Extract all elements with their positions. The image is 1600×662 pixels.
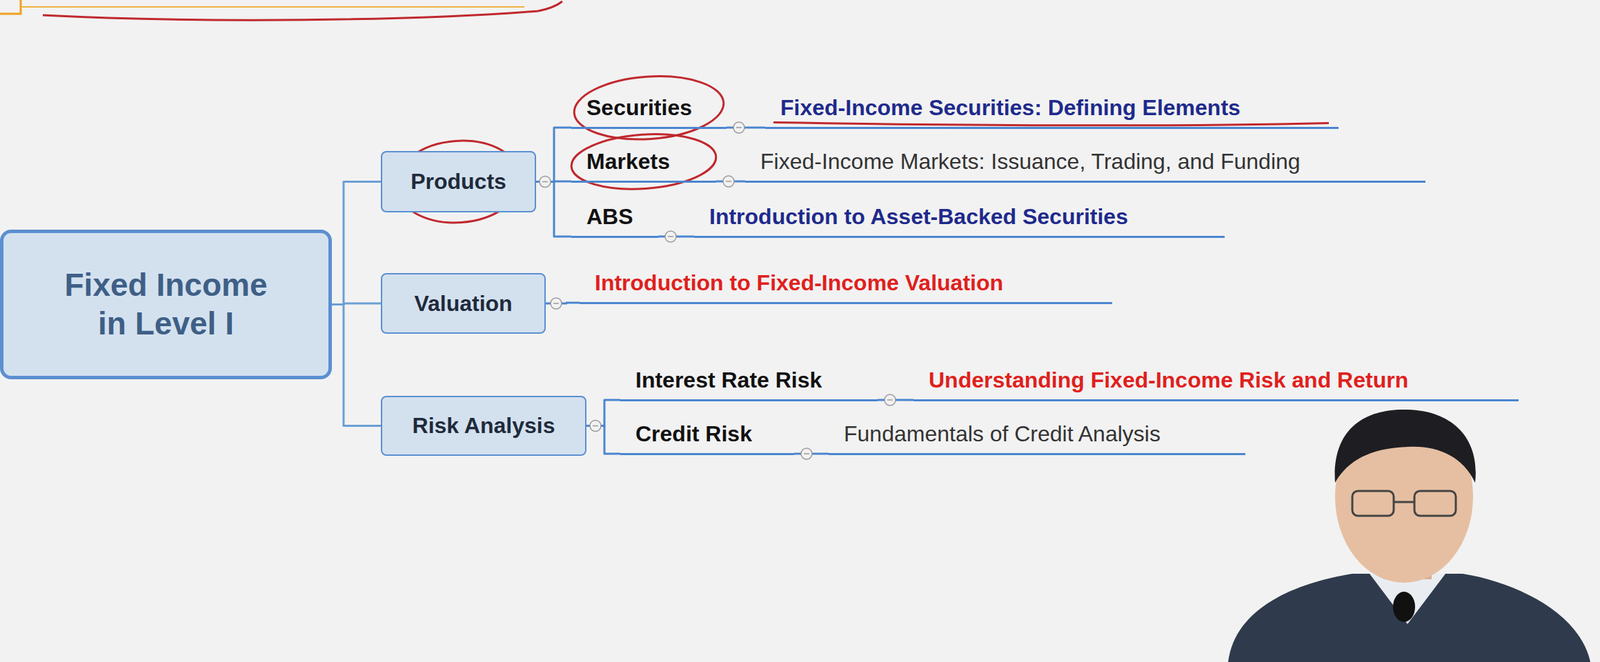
- topic-label: Introduction to Asset-Backed Securities: [709, 203, 1210, 230]
- branch-box: Valuation: [380, 273, 546, 334]
- topic-label: Interest Rate Risk: [635, 367, 863, 394]
- presenter-hair: [1335, 409, 1476, 483]
- collapse-minus: [887, 399, 893, 401]
- collapse-circle: [539, 176, 551, 188]
- collapse-toggle: [589, 420, 601, 432]
- topic-label: Introduction to Fixed-Income Valuation: [594, 269, 1098, 296]
- topic: Interest Rate Risk: [620, 367, 878, 401]
- reading-title: Introduction to Fixed-Income Valuation: [579, 269, 1113, 304]
- collapse-circle: [801, 448, 813, 460]
- branch-connector: [536, 127, 572, 183]
- presenter: [1228, 409, 1591, 662]
- collapse-minus: [542, 181, 548, 183]
- reading-title: Understanding Fixed-Income Risk and Retu…: [913, 367, 1519, 401]
- collapse-toggle: [884, 394, 896, 406]
- collapse-minus: [667, 235, 674, 238]
- presenter-glasses: [1414, 491, 1456, 517]
- topic-label: Understanding Fixed-Income Risk and Retu…: [928, 367, 1504, 394]
- collapse-circle: [723, 175, 735, 187]
- partial-frame: [0, 0, 21, 14]
- node-label: Risk Analysis: [412, 412, 556, 439]
- node-label: Fixed Income in Level I: [55, 266, 277, 343]
- branch-box: Products: [380, 151, 537, 213]
- topic: Securities: [571, 94, 727, 129]
- presenter-glasses: [1352, 491, 1394, 517]
- collapse-circle: [589, 420, 601, 432]
- branch-connector: [536, 182, 572, 238]
- reading-title: Introduction to Asset-Backed Securities: [694, 203, 1225, 238]
- topic-label: Fixed-Income Markets: Issuance, Trading,…: [760, 148, 1411, 175]
- collapse-circle: [884, 394, 896, 406]
- collapse-minus: [803, 453, 810, 455]
- collapse-minus: [553, 302, 559, 305]
- root-box: Fixed Income in Level I: [0, 229, 332, 380]
- red-underline: [42, 1, 563, 21]
- collapse-toggle: [665, 231, 677, 243]
- collapse-toggle: [539, 176, 551, 188]
- topic-label: ABS: [586, 203, 644, 230]
- node-label: Products: [410, 168, 507, 195]
- branch-connector: [331, 304, 381, 427]
- reading-title: Fundamentals of Credit Analysis: [828, 420, 1246, 455]
- topic: Markets: [571, 148, 717, 183]
- red-circle: [392, 136, 525, 227]
- reading-title: Fixed-Income Securities: Defining Elemen…: [765, 94, 1339, 129]
- collapse-toggle: [723, 175, 735, 187]
- collapse-minus: [736, 126, 742, 129]
- topic-label: Fixed-Income Securities: Defining Elemen…: [780, 94, 1324, 121]
- presenter-suit: [1228, 574, 1591, 662]
- red-underline: [773, 122, 1329, 126]
- branch-box: Risk Analysis: [380, 396, 587, 457]
- topic-label: Securities: [586, 94, 712, 121]
- branch-connector: [726, 126, 766, 130]
- collapse-minus: [725, 180, 732, 183]
- reading-title: Fixed-Income Markets: Issuance, Trading,…: [745, 148, 1426, 183]
- topic: Credit Risk: [620, 420, 795, 455]
- collapse-toggle: [550, 298, 562, 310]
- topic: ABS: [571, 203, 659, 238]
- branch-connector: [331, 182, 381, 305]
- collapse-circle: [665, 231, 677, 243]
- partial-line: [20, 6, 525, 8]
- topic-label: Markets: [586, 148, 701, 175]
- topic-label: Credit Risk: [635, 420, 779, 448]
- collapse-minus: [592, 425, 599, 428]
- collapse-circle: [550, 298, 562, 310]
- topic-label: Fundamentals of Credit Analysis: [843, 420, 1231, 448]
- presenter-microphone: [1393, 591, 1416, 623]
- node-label: Valuation: [413, 290, 512, 317]
- collapse-circle: [733, 122, 745, 134]
- presenter-glasses: [1393, 501, 1415, 504]
- collapse-toggle: [801, 448, 813, 460]
- collapse-toggle: [733, 122, 745, 134]
- red-circle: [569, 129, 719, 194]
